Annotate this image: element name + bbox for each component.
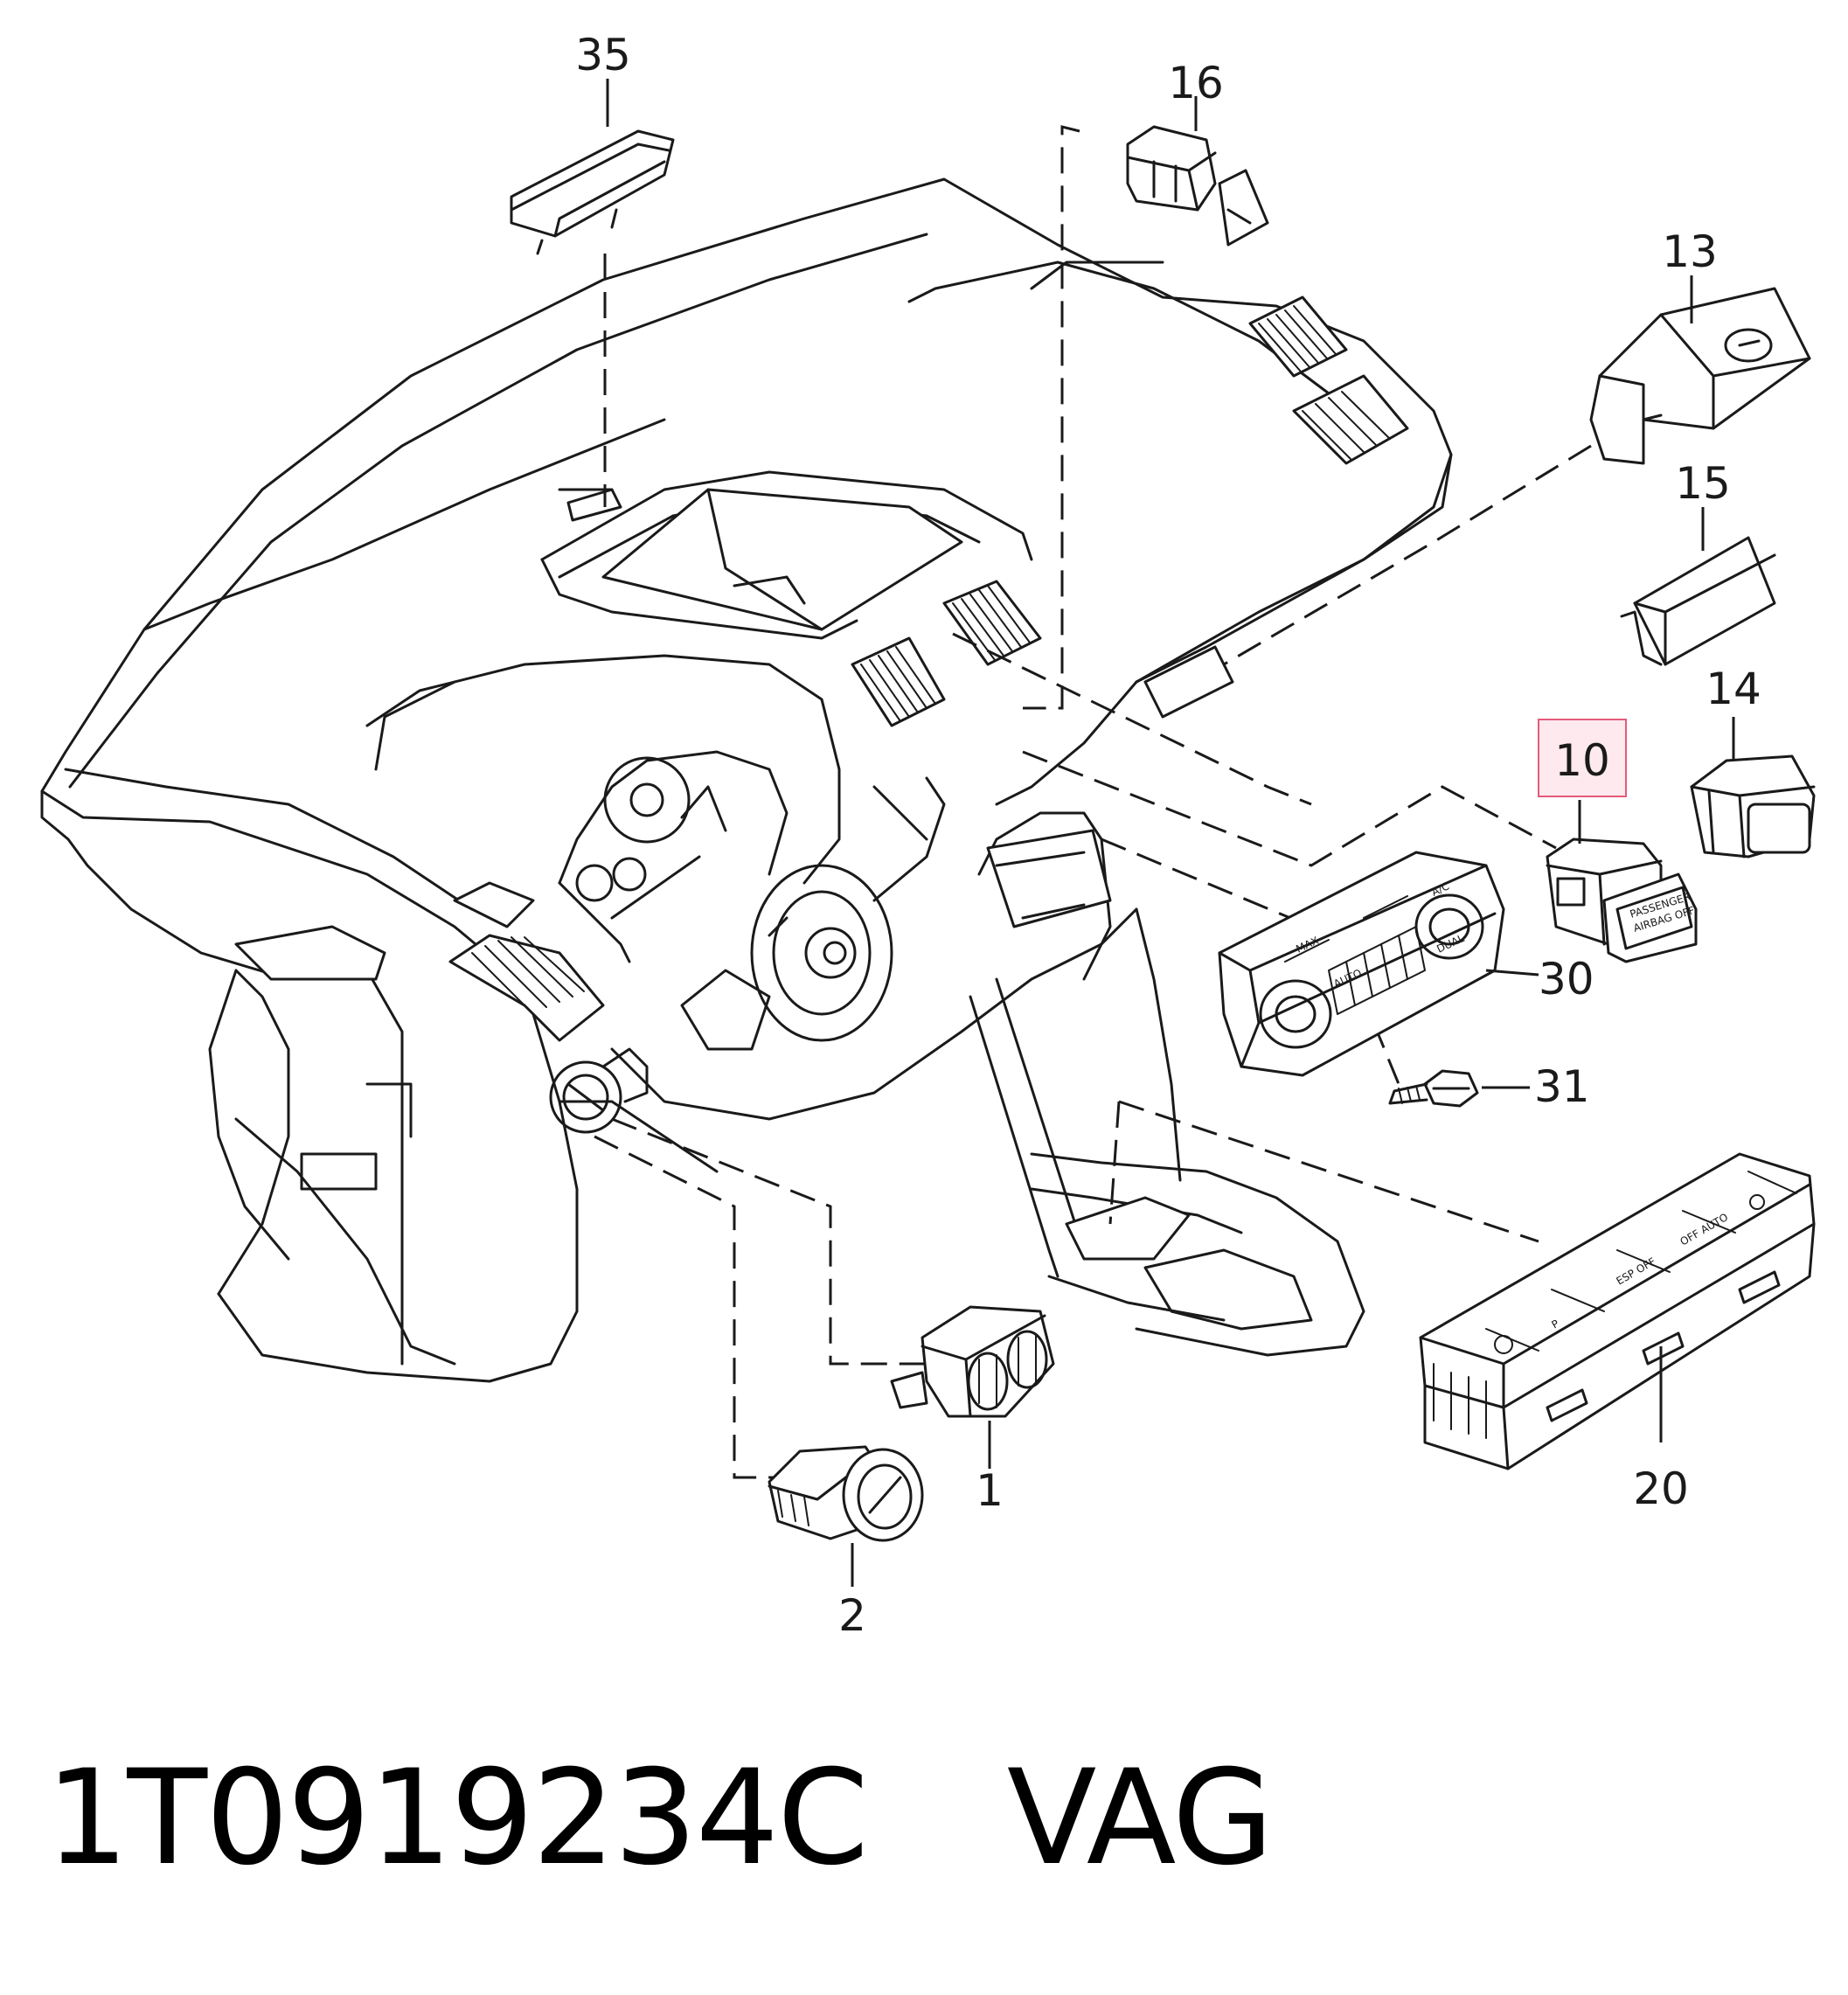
part-number: 1T0919234C [45,1742,869,1894]
part-13-switch [1589,275,1811,465]
callout-15: 15 [1675,458,1731,509]
callout-16: 16 [1168,58,1224,108]
callout-labels: 35 16 13 15 14 10 30 31 20 1 2 [575,30,1761,1641]
part-number-caption: 1T0919234C VAG [45,1731,1274,1906]
part-1-thumbwheel-switch [890,1305,1055,1469]
part-14-switch [1690,717,1816,858]
callout-35: 35 [575,30,631,80]
brand-name: VAG [1006,1742,1274,1894]
callout-20: 20 [1633,1463,1689,1514]
part-30-climate-control: AUTO A/C MAX DUAL [1218,851,1539,1077]
callout-2: 2 [838,1590,866,1641]
part-35-trim-cover [510,79,675,255]
callout-31: 31 [1534,1061,1590,1112]
part-20-switch-panel: P ESP OFF OFF AUTO [1419,1152,1816,1470]
callout-14: 14 [1706,664,1761,714]
callout-1: 1 [976,1465,1004,1516]
part-2-light-switch [768,1445,924,1587]
part-10-airbag-off-switch: PASSENGER AIRBAG OFF [1546,800,1698,963]
callout-13: 13 [1662,226,1718,277]
dashboard-assembly [40,177,1453,1383]
callout-10: 10 [1554,735,1610,786]
leader-lines [594,125,1592,1479]
part-16-switch [1126,96,1269,247]
part-15-blank-cover [1620,507,1776,666]
callout-10-highlight [1538,719,1627,797]
callout-30: 30 [1539,954,1594,1004]
part-31-screw [1388,1069,1530,1108]
